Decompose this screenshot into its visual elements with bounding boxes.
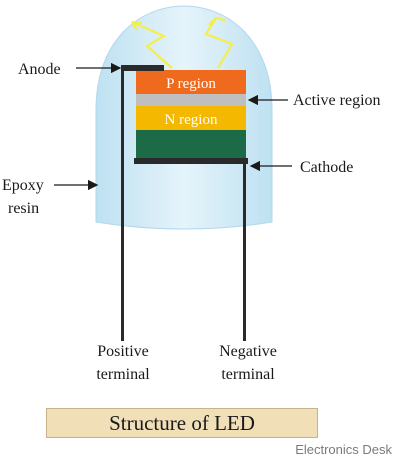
n-region-layer (136, 106, 246, 130)
diagram-title: Structure of LED (46, 408, 318, 438)
emitted-light-arrows (131, 16, 234, 69)
n-region-label: N region (165, 112, 218, 128)
p-region-label: P region (166, 76, 216, 92)
anode-label: Anode (18, 61, 61, 78)
substrate-layer (136, 130, 246, 158)
active-region-label: Active region (293, 92, 381, 109)
positive-terminal-label-line1: Positive (97, 343, 149, 360)
cathode-contact (134, 158, 248, 164)
p-region-layer (136, 70, 246, 94)
negative-lead (243, 162, 246, 341)
light-ray-right (204, 17, 234, 69)
positive-terminal-label-line2: terminal (96, 366, 150, 383)
epoxy-label-line1: Epoxy (2, 177, 44, 194)
cathode-label: Cathode (300, 159, 353, 176)
positive-lead (121, 65, 124, 341)
negative-terminal-label-line1: Negative (219, 343, 277, 360)
epoxy-label-line2: resin (8, 200, 39, 217)
watermark: Electronics Desk (295, 442, 392, 457)
active-region-layer (136, 94, 246, 106)
anode-contact (122, 65, 164, 71)
negative-terminal-label-line2: terminal (221, 366, 275, 383)
light-ray-left (131, 20, 173, 69)
